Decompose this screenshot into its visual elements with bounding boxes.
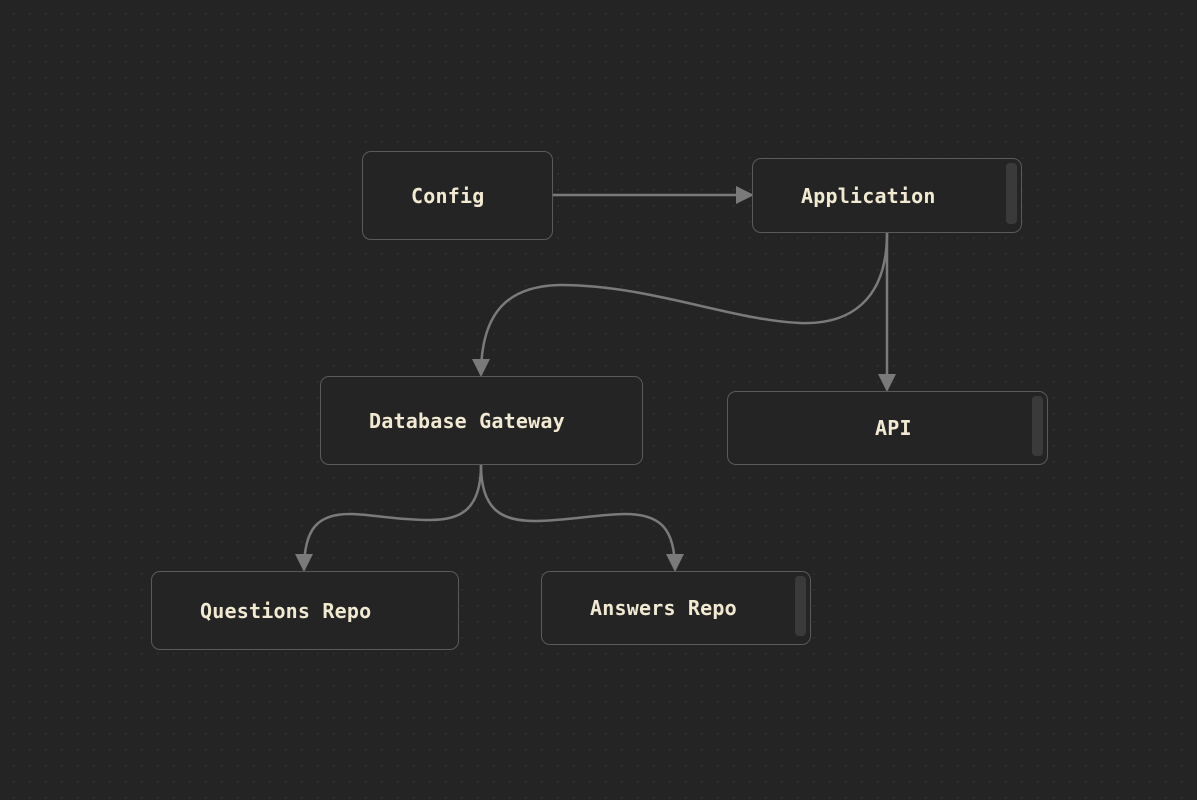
node-answers-repo[interactable]: Answers Repo — [541, 571, 811, 645]
node-resize-handle[interactable] — [1006, 163, 1017, 224]
node-application[interactable]: Application — [752, 158, 1022, 233]
node-questions-repo-label: Questions Repo — [200, 598, 372, 623]
node-questions-repo[interactable]: Questions Repo — [151, 571, 459, 650]
edge-database-gateway-to-answers-repo — [479, 464, 684, 572]
node-application-label: Application — [801, 183, 936, 208]
node-resize-handle[interactable] — [795, 576, 806, 636]
node-resize-handle[interactable] — [1032, 396, 1043, 456]
node-config-label: Config — [411, 183, 485, 208]
node-database-gateway-label: Database Gateway — [369, 408, 565, 433]
node-answers-repo-label: Answers Repo — [590, 596, 737, 620]
node-database-gateway[interactable]: Database Gateway — [320, 376, 643, 465]
node-api-label: API — [875, 416, 912, 440]
node-config[interactable]: Config — [362, 151, 553, 240]
node-api[interactable]: API — [727, 391, 1048, 465]
edge-database-gateway-to-questions-repo — [295, 464, 483, 572]
edge-application-to-database-gateway — [472, 232, 889, 377]
